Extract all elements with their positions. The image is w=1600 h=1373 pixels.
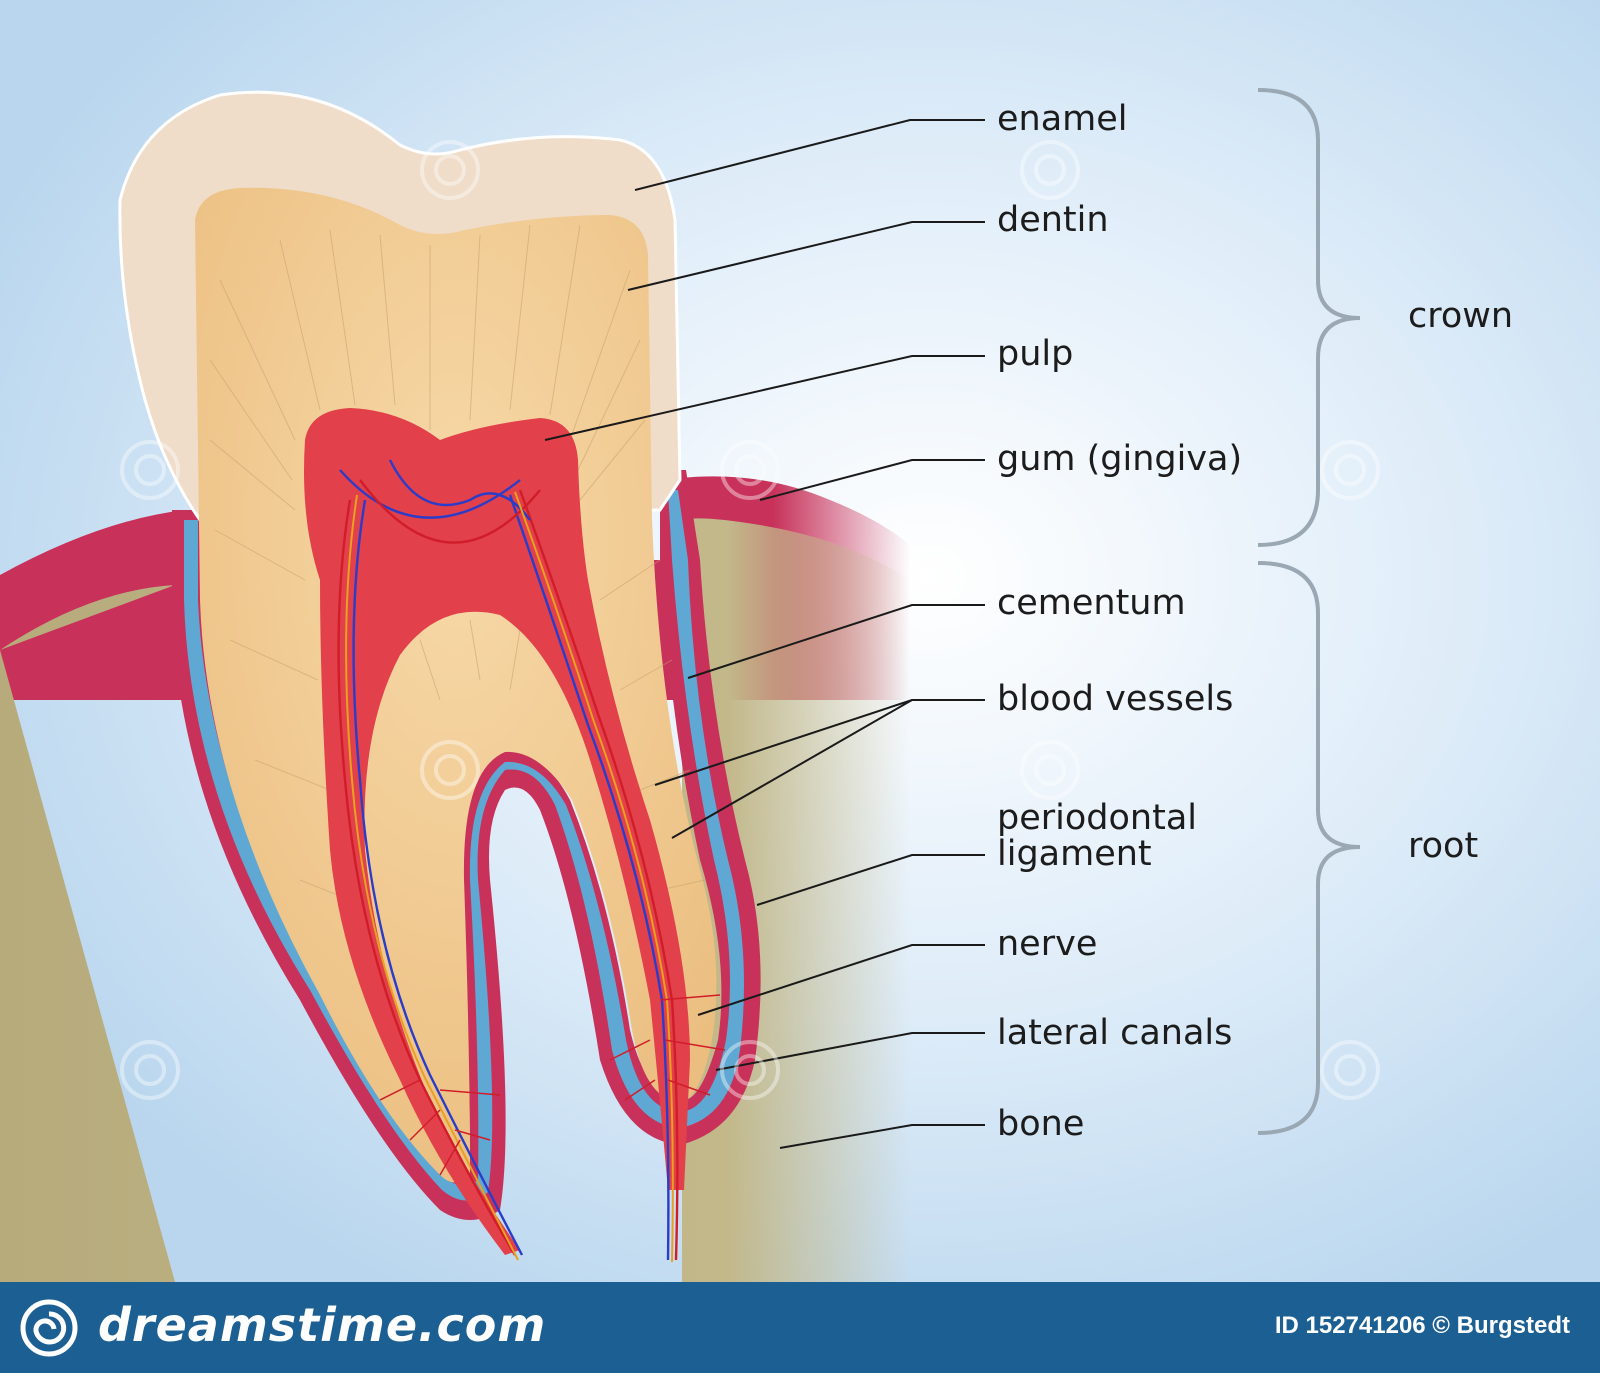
label-bone: bone [997,1104,1085,1144]
lateral-canals [379,994,726,1176]
label-enamel: enamel [997,99,1128,139]
leader-blood-vessels-2 [671,699,913,839]
leader-lateral-canals [715,1032,985,1071]
label-dentin: dentin [997,200,1109,240]
tooth-anatomy-diagram [0,0,1600,1282]
label-periodontal: periodontal [997,798,1197,838]
footer-image-id: ID 152741206 © Burgstedt [1274,1312,1570,1339]
dentin-tubules [209,224,706,901]
leader-lines [544,119,985,1149]
crown-bracket [1257,88,1361,547]
root-bracket [1257,561,1361,1135]
periodontal-ligament [184,490,744,1201]
label-crown: crown [1408,296,1514,336]
label-pulp: pulp [997,334,1074,374]
leader-cementum [687,604,985,679]
leader-periodontal [756,854,985,906]
leader-bone [779,1124,985,1149]
label-lateral-canals: lateral canals [997,1013,1233,1053]
label-ligament: ligament [997,834,1152,874]
label-cementum: cementum [997,583,1186,623]
watermark-spirals [120,140,1380,1100]
nerve [345,491,674,1263]
label-blood-vessels: blood vessels [997,679,1234,719]
label-root: root [1408,826,1479,866]
label-nerve: nerve [997,924,1098,964]
dreamstime-logo-icon [20,1299,78,1357]
leader-dentin [627,221,985,291]
blood-vessels [337,459,679,1261]
leader-gum [759,459,985,501]
leader-nerve [697,944,985,1016]
footer-bar: dreamstime.com ID 152741206 © Burgstedt [0,1282,1600,1373]
leader-enamel [634,119,985,191]
pulp [304,408,690,1255]
label-gum: gum (gingiva) [997,439,1243,479]
footer-brand[interactable]: dreamstime.com [98,1298,547,1352]
leader-pulp [544,355,985,441]
